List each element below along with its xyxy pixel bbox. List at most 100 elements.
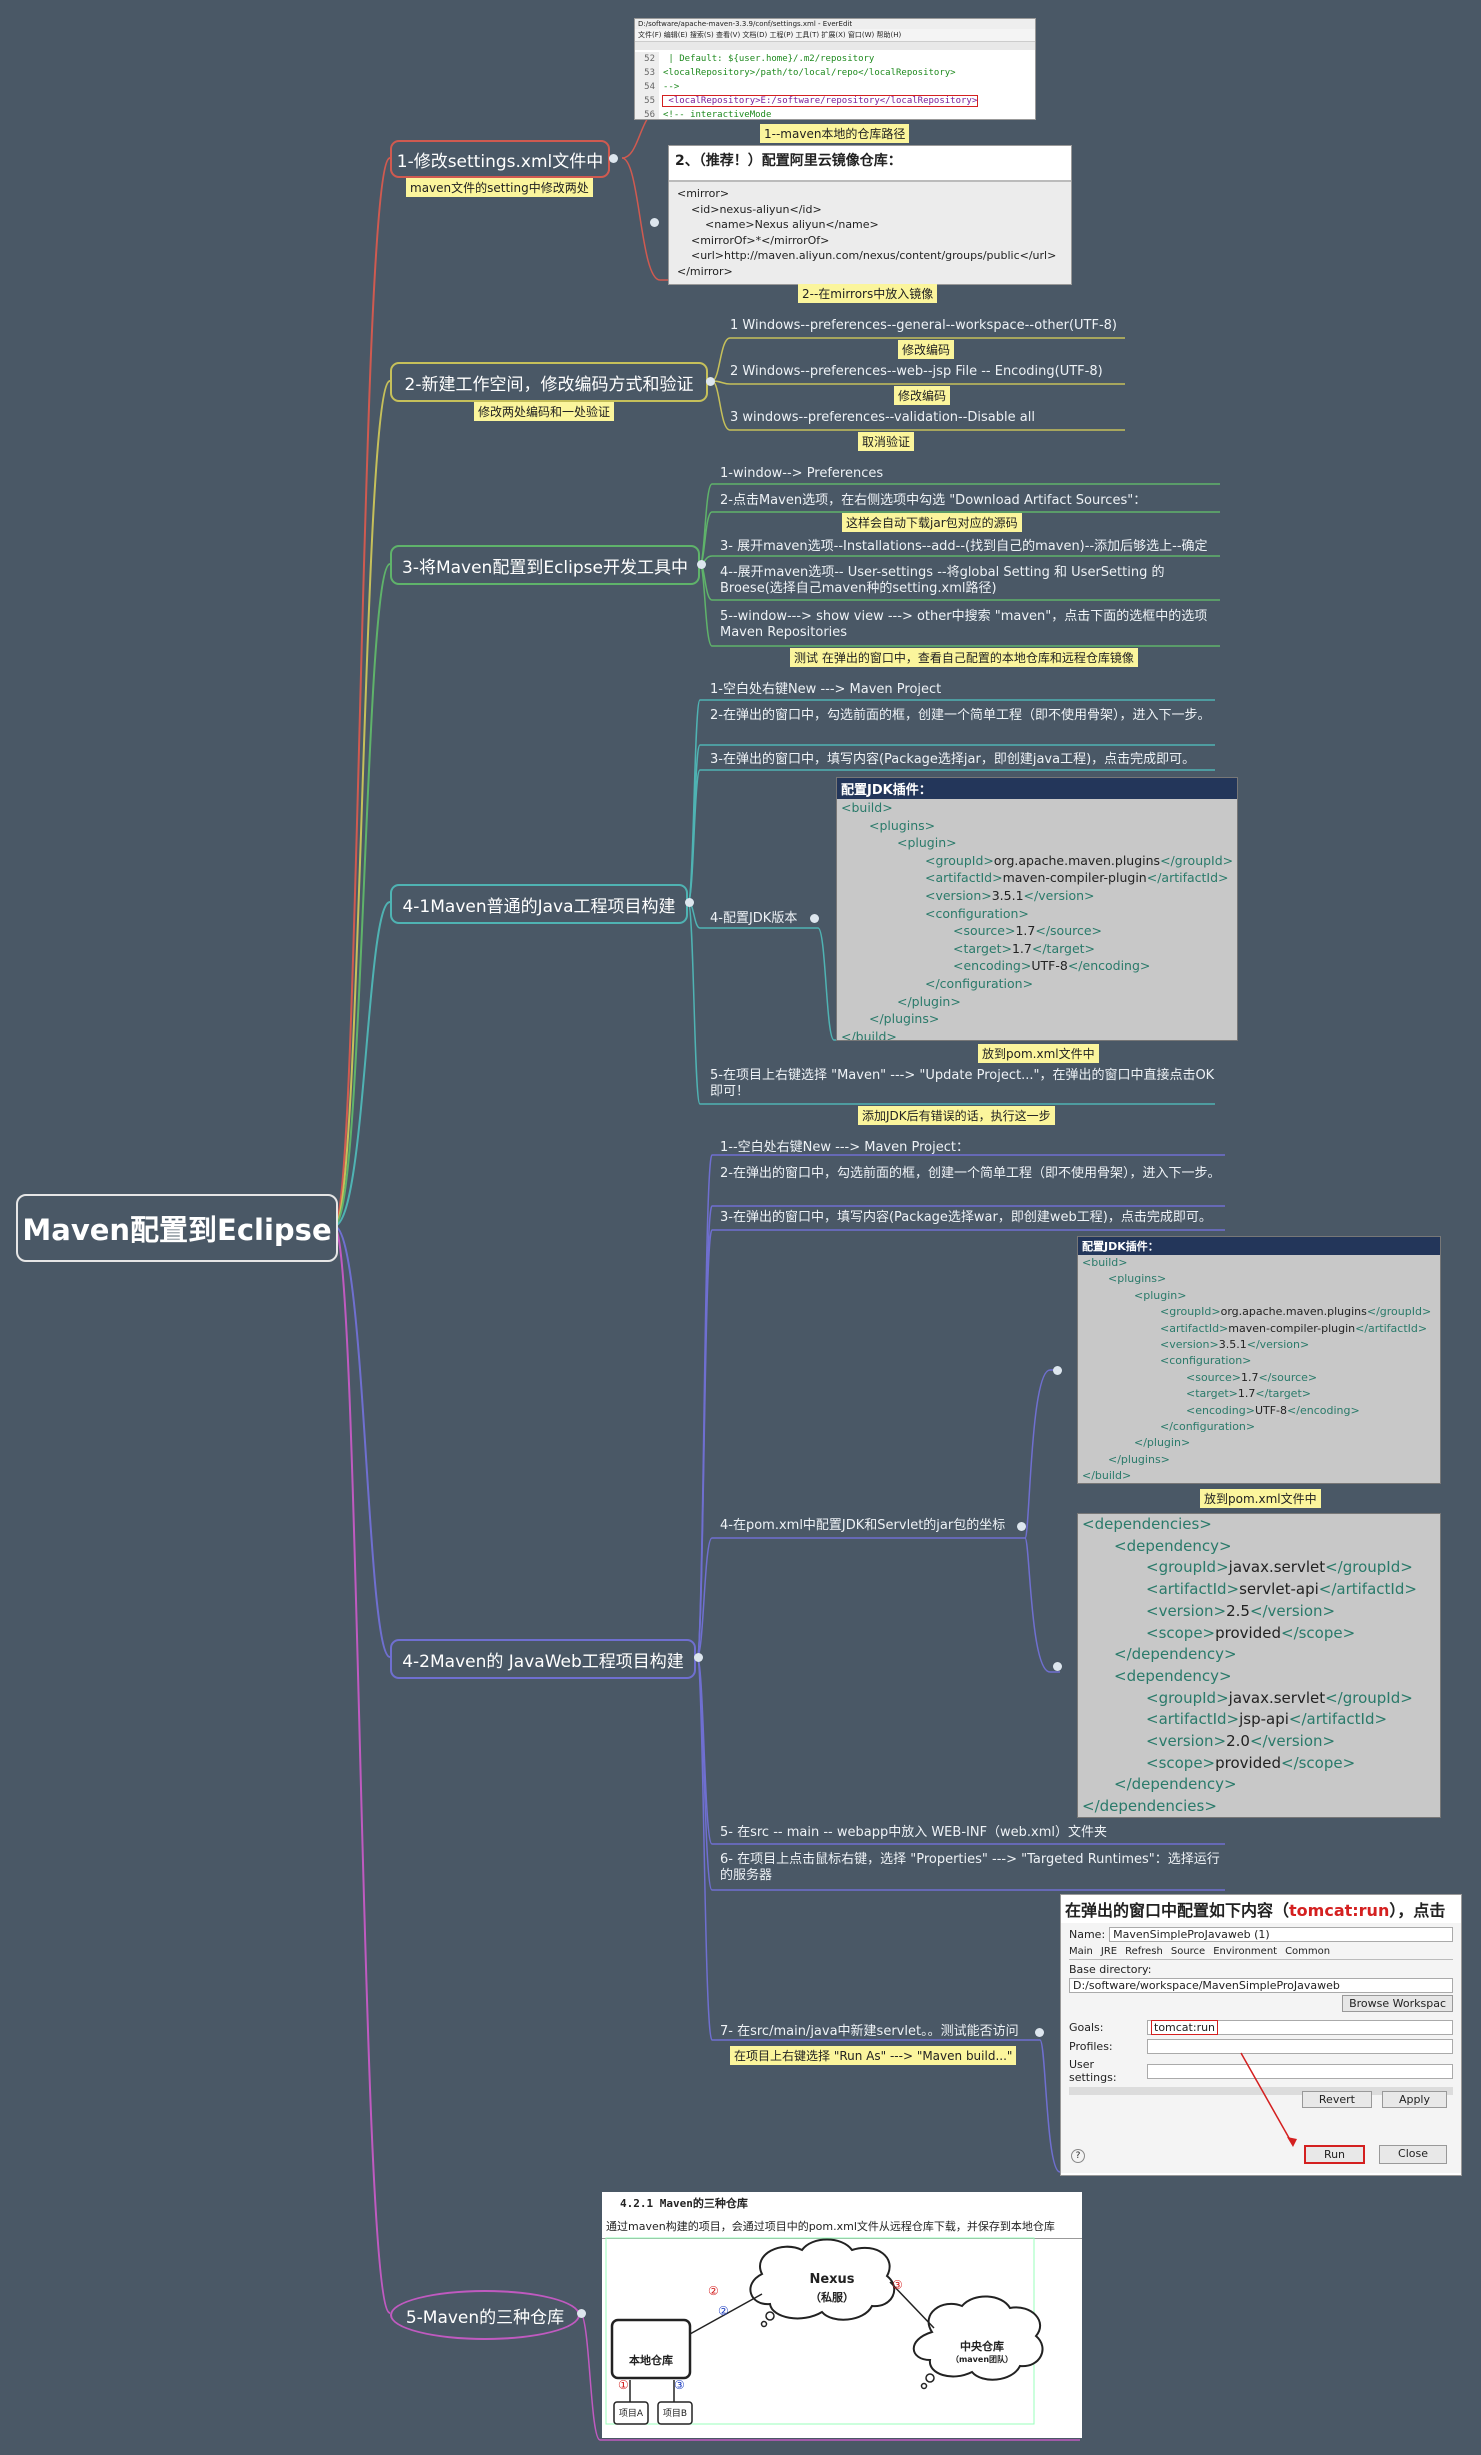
b3-item-5[interactable]: 5--window---> show view ---> other中搜索 "m… — [720, 609, 1208, 640]
xml-line: <source>1.7</source> — [1186, 1370, 1318, 1384]
mirror-line: <name>Nexus aliyun</name> — [677, 218, 879, 231]
b41-item-3[interactable]: 3-在弹出的窗口中，填写内容(Package选择jar，即创建java工程)，点… — [710, 752, 1196, 767]
xml-line: <dependency> — [1114, 1536, 1232, 1555]
mirror-line: <mirrorOf>*</mirrorOf> — [677, 233, 830, 247]
branch-5-expand-dot[interactable] — [577, 2309, 586, 2318]
project-b-box — [657, 2401, 693, 2425]
mirror-line: <mirror> — [677, 187, 730, 200]
b2-item-2[interactable]: 2 Windows--preferences--web--jsp File --… — [730, 364, 1103, 379]
xml-line: <encoding>UTF-8</encoding> — [1186, 1403, 1360, 1417]
b41-item-4-note: 放到pom.xml文件中 — [978, 1044, 1099, 1063]
xml-line: <version>2.0</version> — [1146, 1732, 1336, 1751]
repos-diagram — [605, 2237, 1044, 2425]
branch-41-topic[interactable]: 4-1Maven普通的Java工程项目构建 — [390, 884, 688, 924]
b2-item-1[interactable]: 1 Windows--preferences--general--workspa… — [730, 318, 1117, 333]
dialog-tab[interactable]: Source — [1170, 1946, 1206, 1957]
revert-button[interactable]: Revert — [1301, 2091, 1372, 2108]
b41-item-4-dot[interactable] — [810, 914, 819, 923]
nexus-label: Nexus — [809, 2272, 855, 2287]
browse-workspace-button[interactable]: Browse Workspac — [1342, 1995, 1453, 2012]
mirror-line: <id>nexus-aliyun</id> — [677, 202, 822, 216]
b3-item-5-note: 测试 在弹出的窗口中，查看自己配置的本地仓库和远程仓库镜像 — [790, 648, 1138, 667]
b42-item-6[interactable]: 6- 在项目上点击鼠标右键，选择 "Properties" ---> "Targ… — [720, 1852, 1220, 1883]
xml-line: <groupId>javax.servlet</groupId> — [1146, 1688, 1413, 1707]
editor-code-line: 53<localRepository>/path/to/local/repo</… — [635, 66, 1035, 80]
servlet-dependencies-code: <dependencies><dependency><groupId>javax… — [1077, 1513, 1441, 1818]
xml-line: <version>2.5</version> — [1146, 1601, 1336, 1620]
b41-item-1[interactable]: 1-空白处右键New ---> Maven Project — [710, 682, 942, 697]
dialog-tab[interactable]: JRE — [1100, 1946, 1118, 1957]
xml-line: <groupId>org.apache.maven.plugins</group… — [1160, 1305, 1432, 1319]
xml-line: </dependency> — [1114, 1645, 1237, 1664]
root-topic[interactable]: Maven配置到Eclipse — [16, 1194, 338, 1262]
name-input[interactable]: MavenSimpleProJavaweb (1) — [1109, 1927, 1453, 1942]
apply-button[interactable]: Apply — [1381, 2091, 1447, 2108]
jdk-plugin-code-42: 配置JDK插件： <build><plugins><plugin><groupI… — [1077, 1236, 1441, 1484]
line-number: 53 — [635, 66, 659, 80]
branch-42-expand-dot[interactable] — [694, 1653, 703, 1662]
step-1-red-label: ① — [618, 2378, 629, 2392]
b42-item-7-dot[interactable] — [1035, 2028, 1044, 2037]
b42-item-2[interactable]: 2-在弹出的窗口中，勾选前面的框，创建一个简单工程（即不使用骨架），进入下一步。 — [720, 1166, 1221, 1181]
branch-3-topic[interactable]: 3-将Maven配置到Eclipse开发工具中 — [390, 545, 700, 585]
b42-item-1[interactable]: 1--空白处右键New ---> Maven Project： — [720, 1140, 969, 1155]
branch-42-topic[interactable]: 4-2Maven的 JavaWeb工程项目构建 — [390, 1639, 696, 1679]
b2-item-1-note: 修改编码 — [898, 340, 955, 359]
b41-item-5[interactable]: 5-在项目上右键选择 "Maven" ---> "Update Project.… — [710, 1068, 1215, 1099]
dialog-tab[interactable]: Main — [1069, 1946, 1093, 1957]
link-b3 — [333, 563, 391, 1227]
xml-line: <plugins> — [869, 817, 936, 833]
close-button[interactable]: Close — [1379, 2145, 1447, 2164]
run-button[interactable]: Run — [1303, 2145, 1366, 2164]
base-dir-input[interactable]: D:/software/workspace/MavenSimpleProJava… — [1069, 1978, 1453, 1993]
profiles-input[interactable] — [1147, 2039, 1453, 2054]
branch-3-expand-dot[interactable] — [697, 560, 706, 569]
branch-2-topic[interactable]: 2-新建工作空间，修改编码方式和验证 — [390, 362, 708, 402]
xml-line: <configuration> — [925, 905, 1029, 921]
b42-item-7[interactable]: 7- 在src/main/java中新建servlet。。测试能否访问 — [720, 2024, 1019, 2039]
xml-line: <plugin> — [1134, 1288, 1187, 1302]
b42-item-5[interactable]: 5- 在src -- main -- webapp中放入 WEB-INF（web… — [720, 1825, 1108, 1840]
base-dir-label: Base directory: — [1069, 1963, 1152, 1976]
goals-input[interactable]: tomcat:run — [1147, 2020, 1453, 2035]
xml-line: </plugins> — [1108, 1452, 1170, 1466]
dialog-tab[interactable]: Refresh — [1125, 1946, 1163, 1957]
editor-toolbar — [635, 42, 1035, 50]
branch-1-expand-dot[interactable] — [609, 154, 618, 163]
b42-jdk-note: 放到pom.xml文件中 — [1200, 1489, 1321, 1508]
xml-line: <build> — [1082, 1256, 1128, 1269]
help-icon[interactable]: ? — [1071, 2149, 1085, 2163]
editor-menu: 文件(F) 编辑(E) 搜索(S) 查看(V) 文档(D) 工程(P) 工具(T… — [635, 29, 1035, 42]
b2-item-3[interactable]: 3 windows--preferences--validation--Disa… — [730, 410, 1035, 425]
dialog-tab[interactable]: Common — [1285, 1946, 1331, 1957]
user-settings-label: User settings: — [1069, 2058, 1117, 2084]
three-repos-screenshot: 4.2.1 Maven的三种仓库 通过maven构建的项目，会通过项目中的pom… — [602, 2192, 1082, 2438]
branch-5-topic[interactable]: 5-Maven的三种仓库 — [390, 2290, 580, 2340]
horizontal-scrollbar[interactable] — [1069, 2087, 1453, 2095]
line-number: 54 — [635, 80, 659, 94]
b3-item-4[interactable]: 4--展开maven选项-- User-settings --将global S… — [720, 565, 1165, 596]
central-sub-label: （maven团队） — [950, 2355, 1014, 2364]
dialog-tab[interactable]: Environment — [1213, 1946, 1278, 1957]
branch-1-topic[interactable]: 1-修改settings.xml文件中 — [390, 140, 610, 178]
b41-item-4[interactable]: 4-配置JDK版本 — [710, 911, 798, 926]
branch-2-expand-dot[interactable] — [706, 377, 715, 386]
line-text: <localRepository>E:/software/repository<… — [661, 95, 979, 107]
b42-dep-dot — [1053, 1662, 1062, 1671]
xml-line: <encoding>UTF-8</encoding> — [953, 958, 1151, 974]
b42-item-4[interactable]: 4-在pom.xml中配置JDK和Servlet的jar包的坐标 — [720, 1518, 1006, 1533]
local-repo-label: 本地仓库 — [629, 2354, 673, 2367]
jdk-code-lines-41: <build><plugins><plugin><groupId>org.apa… — [837, 799, 1237, 1040]
user-settings-input[interactable] — [1147, 2063, 1453, 2079]
line-number: 52 — [635, 52, 659, 66]
b3-item-1[interactable]: 1-window--> Preferences — [720, 466, 884, 481]
xml-line: <groupId>javax.servlet</groupId> — [1146, 1558, 1413, 1577]
b42-item-3[interactable]: 3-在弹出的窗口中，填写内容(Package选择war，即创建web工程)，点击… — [720, 1210, 1212, 1225]
b3-item-2[interactable]: 2-点击Maven选项，在右侧选项中勾选 "Download Artifact … — [720, 493, 1147, 508]
b3-item-3[interactable]: 3- 展开maven选项--Installations--add--(找到自己的… — [720, 539, 1208, 554]
jdk-code-lines-42: <build><plugins><plugin><groupId>org.apa… — [1078, 1255, 1440, 1483]
b42-item-4-dot[interactable] — [1017, 1522, 1026, 1531]
branch-41-expand-dot[interactable] — [685, 898, 694, 907]
xml-line: <configuration> — [1160, 1354, 1252, 1368]
b41-item-2[interactable]: 2-在弹出的窗口中，勾选前面的框，创建一个简单工程（即不使用骨架），进入下一步。 — [710, 708, 1211, 723]
